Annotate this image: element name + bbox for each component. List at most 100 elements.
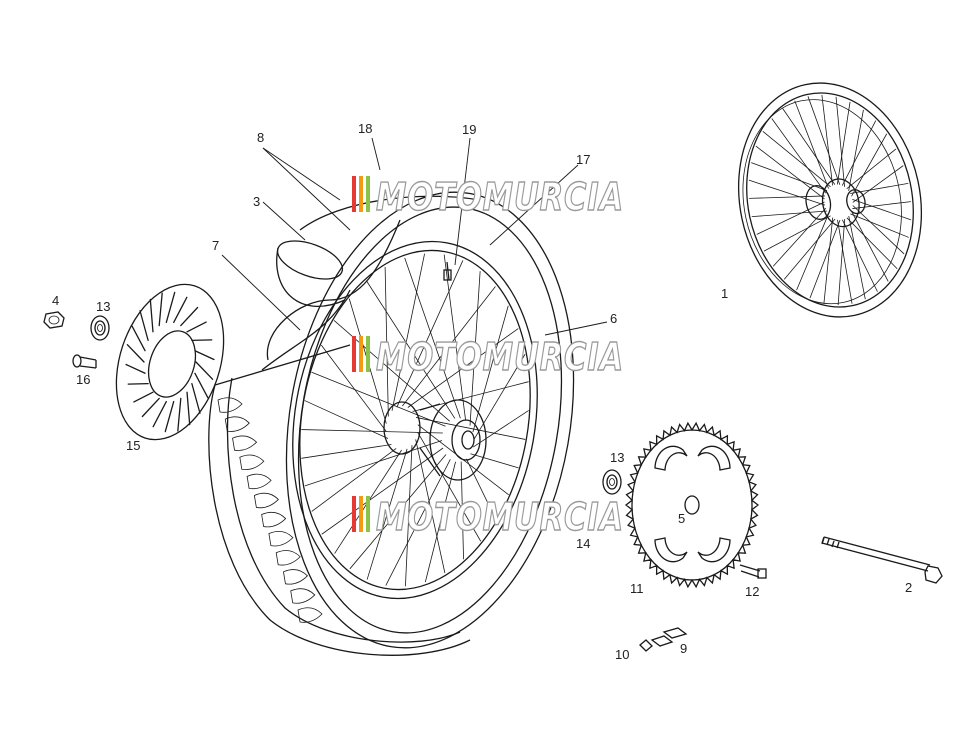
spoke [762, 130, 831, 188]
spoke [848, 215, 866, 300]
spoke [460, 461, 464, 560]
spoke [407, 328, 519, 408]
spoke [848, 109, 864, 192]
callout-1: 1 [721, 286, 728, 301]
spoke [311, 448, 397, 512]
inner-tube-drawing [261, 195, 481, 371]
tread-block [239, 454, 265, 470]
rim-drawing [292, 240, 538, 600]
disc-vent [165, 291, 176, 324]
callout-18: 18 [358, 121, 372, 136]
bearing-right-drawing [602, 469, 622, 495]
spoke [837, 219, 846, 306]
callout-7: 7 [212, 238, 219, 253]
disc-vent [164, 400, 175, 433]
callout-2: 2 [905, 580, 912, 595]
disc-vent [125, 363, 146, 374]
callout-9: 9 [680, 641, 687, 656]
watermark-text-bottom: MOTOMURCIA [376, 495, 624, 539]
spoke [851, 133, 888, 197]
callout-16: 16 [76, 372, 90, 387]
spoke [748, 179, 826, 206]
disc-vent [195, 361, 214, 380]
spoke [366, 280, 456, 419]
sprocket-bolt-drawing [739, 564, 767, 579]
spoke [470, 453, 519, 469]
disc-vent [180, 306, 199, 327]
spoke [851, 211, 889, 282]
callout-15: 15 [126, 438, 140, 453]
spoke [807, 96, 841, 185]
complete-wheel-hub-icon [821, 178, 860, 228]
spoke [473, 353, 526, 440]
watermark-top: MOTOMURCIA [352, 174, 624, 220]
disc-bolt-drawing [72, 354, 97, 369]
tread-block [232, 435, 258, 451]
brake-disc-drawing [115, 283, 225, 441]
wheel-axle-drawing [821, 536, 943, 584]
spoke [385, 459, 451, 586]
spoke [304, 440, 443, 487]
spoke [391, 253, 425, 411]
disc-vent [131, 325, 146, 352]
disc-vent [149, 298, 154, 333]
tire-tread-pattern [217, 397, 323, 623]
spoke [366, 448, 408, 580]
spoke [349, 454, 447, 570]
spoke [465, 458, 497, 520]
tread-block [253, 492, 279, 509]
disc-vent [133, 391, 154, 403]
spoke [301, 444, 392, 459]
callout-5: 5 [678, 511, 685, 526]
spoke [846, 148, 897, 190]
axle-nut-drawing [43, 311, 65, 329]
watermark-text-top: MOTOMURCIA [376, 175, 624, 219]
main-wheel-spokes [301, 253, 529, 587]
spoke [755, 145, 825, 200]
spoke [809, 219, 841, 299]
spoke [794, 100, 829, 189]
spoke [415, 417, 526, 440]
sprocket-tooth-outline [624, 421, 760, 589]
spoke [415, 439, 446, 574]
disc-vent [152, 400, 167, 428]
spoke [796, 213, 830, 291]
spoke [469, 271, 481, 426]
tread-block [297, 607, 323, 623]
tread-block [275, 550, 301, 566]
spoke [472, 410, 529, 448]
spoke [835, 96, 846, 187]
callout-labels: 1 2 3 4 5 6 7 8 9 10 11 12 13 13 14 15 1… [52, 121, 912, 662]
disc-vent [194, 350, 215, 361]
spoke [852, 165, 904, 203]
callout-10: 10 [615, 647, 629, 662]
spoke [841, 120, 877, 186]
spoke [846, 217, 898, 270]
callout-6: 6 [610, 311, 617, 326]
spoke [424, 461, 456, 583]
watermark-bottom: MOTOMURCIA [352, 494, 624, 540]
spoke [836, 101, 851, 185]
spoke [763, 215, 831, 252]
callout-13-right: 13 [610, 450, 624, 465]
spoke [852, 198, 912, 221]
disc-vent [186, 321, 207, 333]
spoke [404, 257, 461, 419]
tread-block [268, 530, 294, 547]
callout-19: 19 [462, 122, 476, 137]
tread-block [224, 416, 250, 432]
spoke [402, 286, 496, 407]
spoke [321, 344, 387, 432]
spoke [405, 445, 413, 587]
callout-13-left: 13 [96, 299, 110, 314]
spoke [396, 260, 464, 408]
disc-vent [173, 296, 188, 324]
spoke [443, 254, 467, 421]
callout-4: 4 [52, 293, 59, 308]
disc-vent [126, 344, 145, 363]
bearing-left-drawing [90, 315, 110, 341]
rear-sprocket-drawing [624, 421, 760, 589]
tread-block [290, 588, 316, 604]
spoke [756, 201, 825, 235]
spoke [837, 219, 853, 304]
